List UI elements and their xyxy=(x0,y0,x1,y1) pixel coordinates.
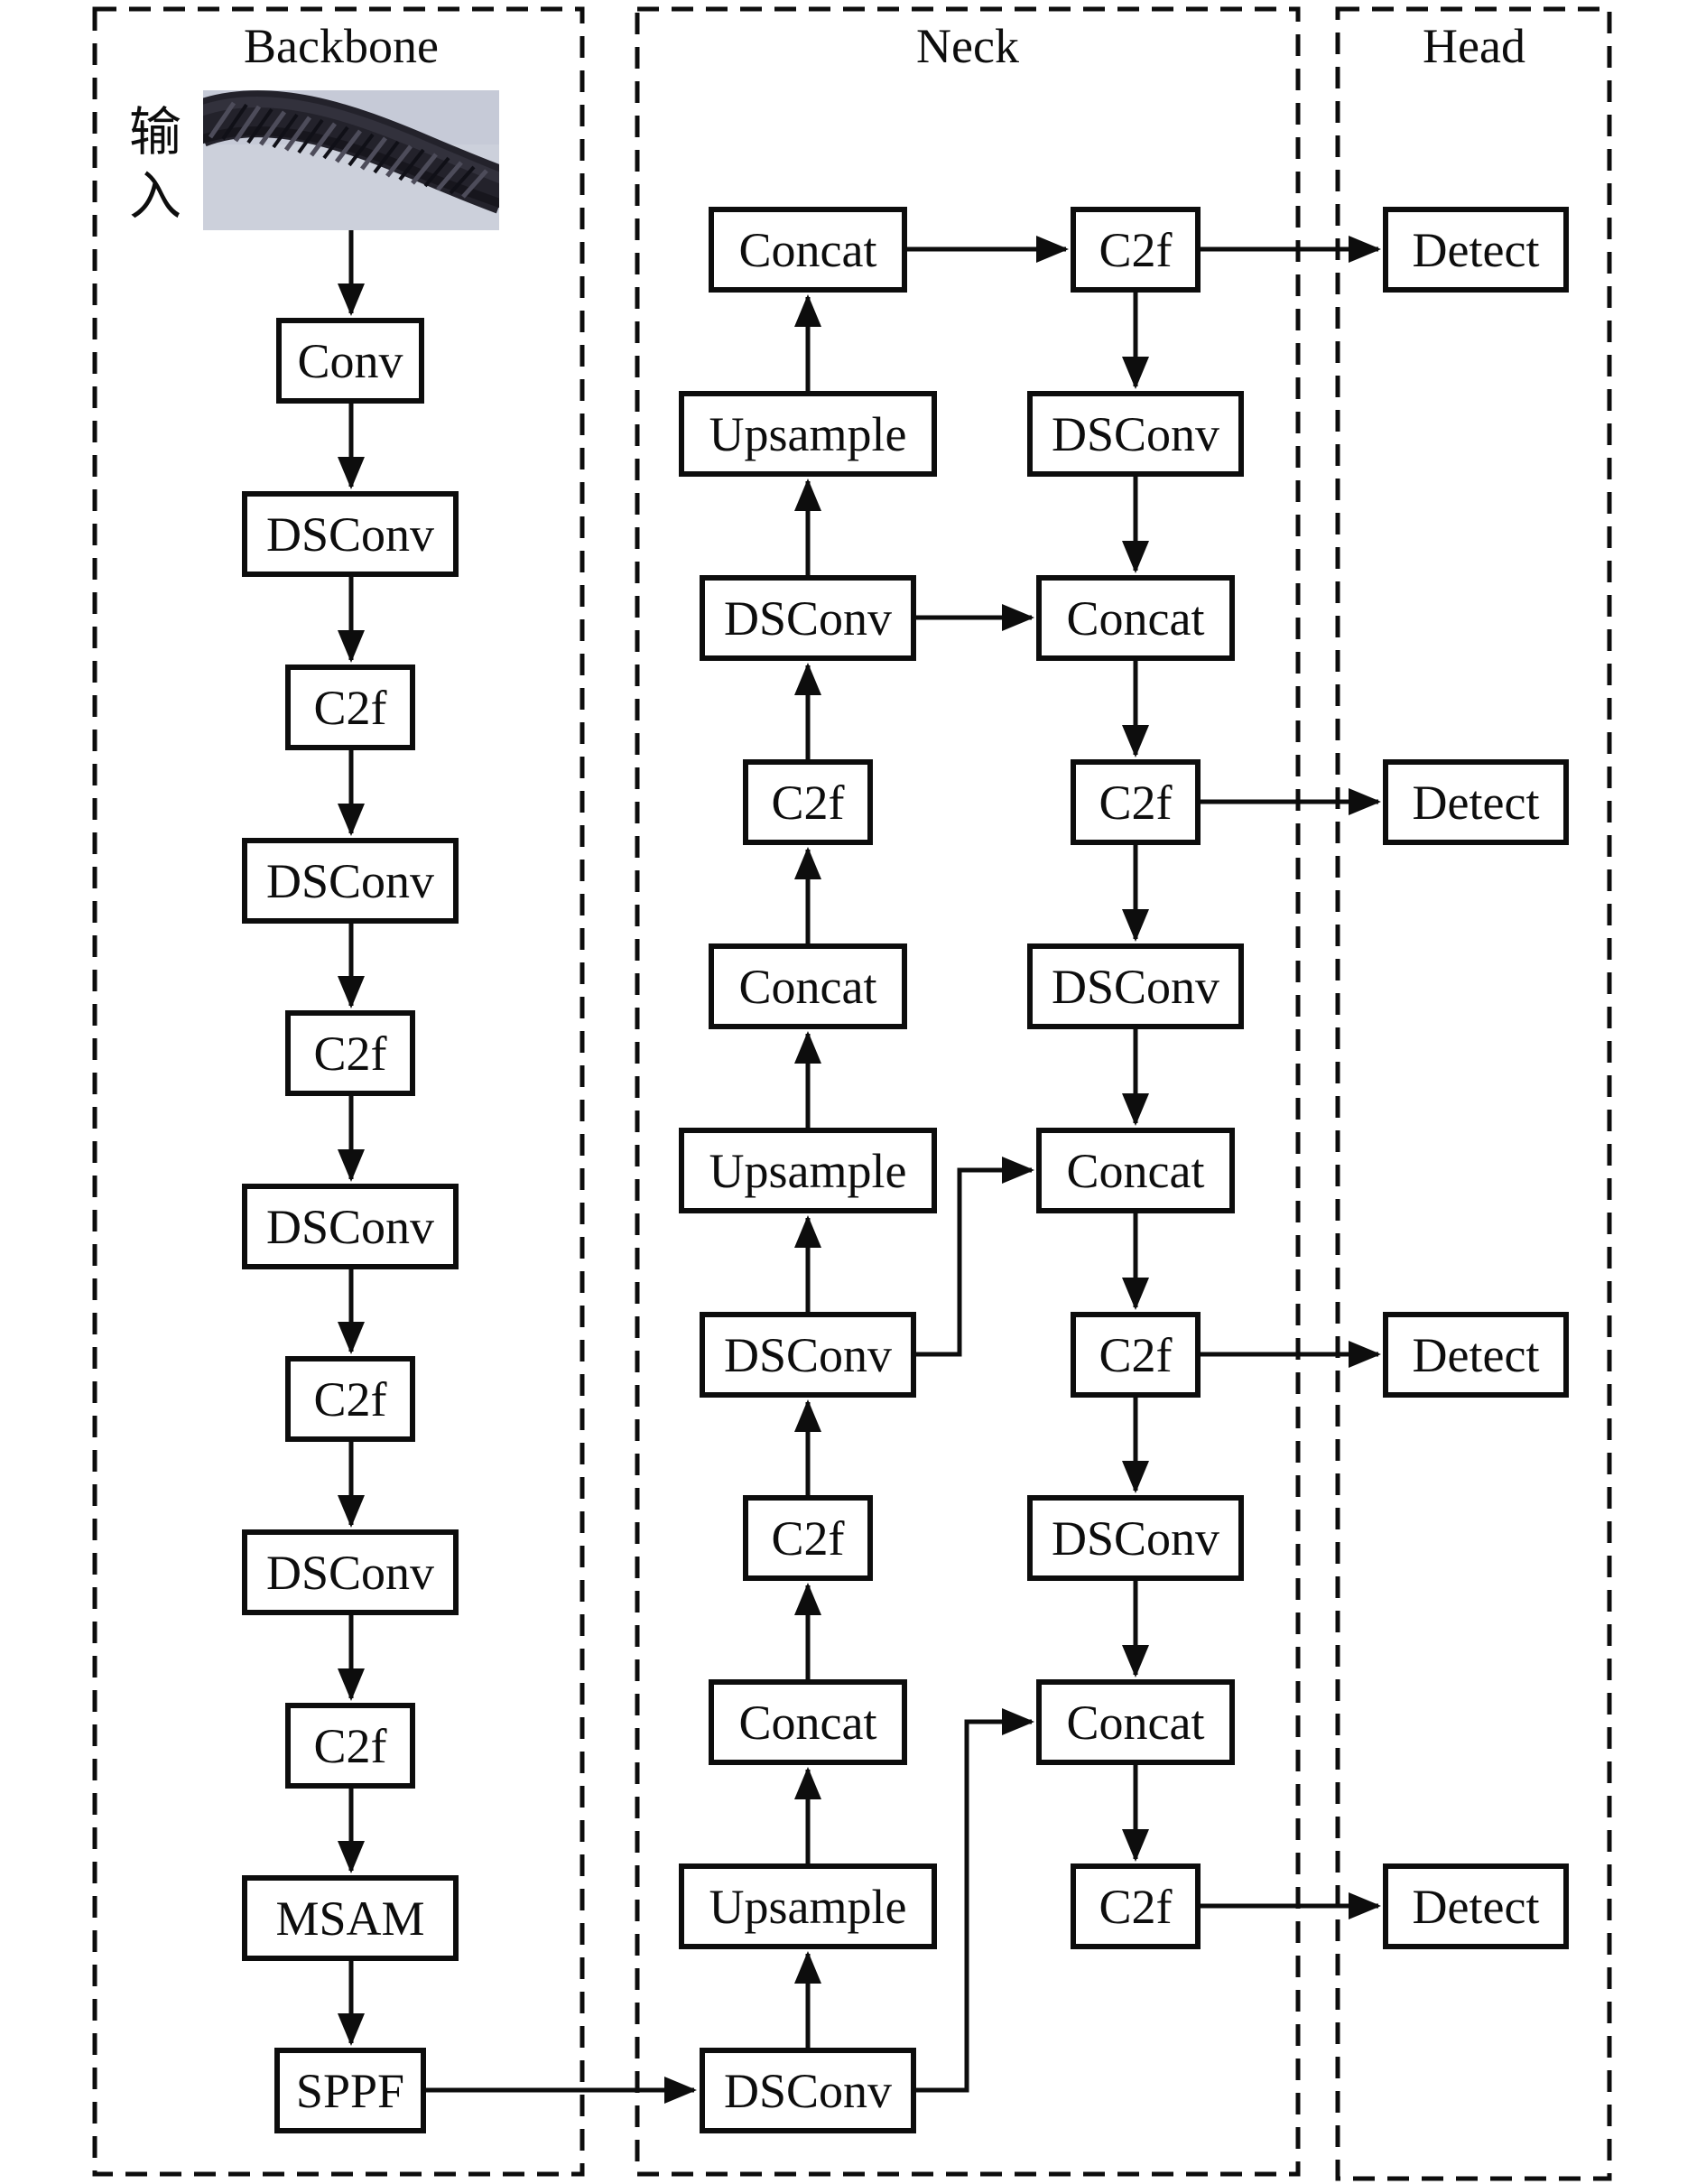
backbone-node-conv: Conv xyxy=(276,318,424,404)
wire-rope-photo xyxy=(189,90,514,230)
neck-left-node-upsample-3: Upsample xyxy=(679,1863,937,1949)
input-label: 输入 xyxy=(128,103,181,226)
neck-right-node-concat-3: Concat xyxy=(1036,1679,1235,1765)
backbone-node-msam: MSAM xyxy=(242,1875,459,1961)
neck-right-node-c2f-1: C2f xyxy=(1071,207,1201,293)
neck-left-node-c2f-2: C2f xyxy=(743,1495,873,1581)
head-node-detect-1: Detect xyxy=(1383,207,1569,293)
head-panel-border xyxy=(1335,6,1612,2181)
neck-right-node-c2f-2: C2f xyxy=(1071,759,1201,845)
neck-left-node-upsample-2: Upsample xyxy=(679,1128,937,1213)
head-node-detect-3: Detect xyxy=(1383,1312,1569,1398)
neck-left-node-c2f-1: C2f xyxy=(743,759,873,845)
backbone-node-c2f-2: C2f xyxy=(285,1010,415,1096)
neck-left-node-concat-1: Concat xyxy=(709,207,907,293)
neck-right-node-dsconv-2: DSConv xyxy=(1027,943,1244,1029)
neck-left-node-concat-2: Concat xyxy=(709,943,907,1029)
neck-panel-border xyxy=(635,6,1301,2177)
neck-left-node-upsample-1: Upsample xyxy=(679,391,937,477)
head-node-detect-2: Detect xyxy=(1383,759,1569,845)
neck-right-node-dsconv-1: DSConv xyxy=(1027,391,1244,477)
backbone-node-sppf: SPPF xyxy=(274,2048,426,2133)
neck-left-node-dsconv-1: DSConv xyxy=(700,575,916,661)
neck-right-node-concat-1: Concat xyxy=(1036,575,1235,661)
head-node-detect-4: Detect xyxy=(1383,1863,1569,1949)
backbone-node-dsconv-2: DSConv xyxy=(242,838,459,924)
neck-left-node-concat-3: Concat xyxy=(709,1679,907,1765)
head-title: Head xyxy=(1423,19,1525,73)
neck-left-node-dsconv-3: DSConv xyxy=(700,2048,916,2133)
neck-right-node-c2f-4: C2f xyxy=(1071,1863,1201,1949)
neck-title: Neck xyxy=(916,19,1019,73)
backbone-title: Backbone xyxy=(244,19,439,73)
skip-connector-dsconv-to-concat-mid xyxy=(916,1157,1035,1357)
backbone-node-dsconv-3: DSConv xyxy=(242,1184,459,1269)
backbone-node-c2f-3: C2f xyxy=(285,1356,415,1442)
skip-connector-dsconv-to-concat-bottom xyxy=(916,1708,1035,2093)
neck-right-node-dsconv-3: DSConv xyxy=(1027,1495,1244,1581)
neck-right-node-c2f-3: C2f xyxy=(1071,1312,1201,1398)
neck-left-node-dsconv-2: DSConv xyxy=(700,1312,916,1398)
backbone-node-dsconv-4: DSConv xyxy=(242,1529,459,1615)
backbone-panel-border xyxy=(92,6,585,2177)
backbone-node-c2f-1: C2f xyxy=(285,664,415,750)
wire-rope-photo-art xyxy=(189,90,514,230)
neck-right-node-concat-2: Concat xyxy=(1036,1128,1235,1213)
backbone-node-dsconv-1: DSConv xyxy=(242,491,459,577)
backbone-node-c2f-4: C2f xyxy=(285,1703,415,1789)
